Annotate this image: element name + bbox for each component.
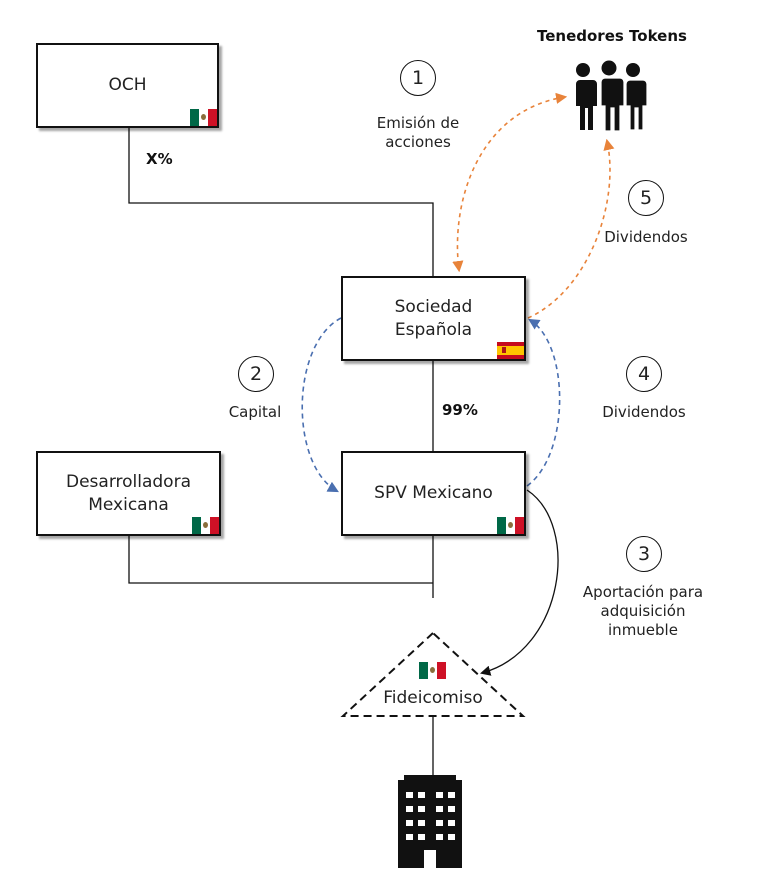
desarrolladora-box: Desarrolladora Mexicana	[36, 451, 221, 536]
step-3-circle: 3	[626, 536, 662, 572]
step-4-circle: 4	[626, 356, 662, 392]
holders-title: Tenedores Tokens	[537, 27, 687, 45]
spv-mexicano-label: SPV Mexicano	[374, 483, 493, 503]
step-5-label: Dividendos	[604, 228, 688, 246]
mexico-flag-icon	[190, 109, 217, 126]
och-box: OCH	[36, 43, 219, 128]
spv-mexicano-box: SPV Mexicano	[341, 451, 526, 536]
sociedad-espanola-label: Sociedad Española	[394, 296, 473, 340]
och-ownership-pct: X%	[146, 150, 173, 168]
aportacion-arrow	[479, 489, 559, 676]
sociedad-ownership-pct: 99%	[442, 401, 478, 419]
dividendos-spv-arrow	[526, 318, 561, 487]
emision-arrow	[452, 92, 568, 273]
mexico-flag-icon	[419, 662, 446, 679]
step-1-label: Emisión de acciones	[376, 114, 460, 151]
desarrolladora-label: Desarrolladora Mexicana	[66, 471, 191, 515]
step-4-label: Dividendos	[602, 403, 686, 421]
step-5-circle: 5	[628, 180, 664, 216]
step-3-label: Aportación para adquisición inmueble	[582, 583, 704, 639]
step-2-label: Capital	[228, 403, 282, 421]
spain-flag-icon	[497, 342, 524, 359]
desarrolladora-line	[128, 535, 433, 584]
mexico-flag-icon	[497, 517, 524, 534]
fideicomiso-label: Fideicomiso	[383, 688, 483, 708]
building-icon	[398, 775, 462, 868]
fideicomiso-triangle	[340, 631, 526, 717]
och-label: OCH	[108, 75, 147, 95]
och-ownership-line	[128, 127, 434, 277]
people-icon	[573, 60, 648, 132]
mexico-flag-icon	[192, 517, 219, 534]
capital-arrow	[301, 317, 342, 493]
step-1-circle: 1	[400, 60, 436, 96]
sociedad-espanola-box: Sociedad Española	[341, 276, 526, 361]
dividendos-token-arrow	[527, 138, 615, 319]
step-2-circle: 2	[238, 356, 274, 392]
